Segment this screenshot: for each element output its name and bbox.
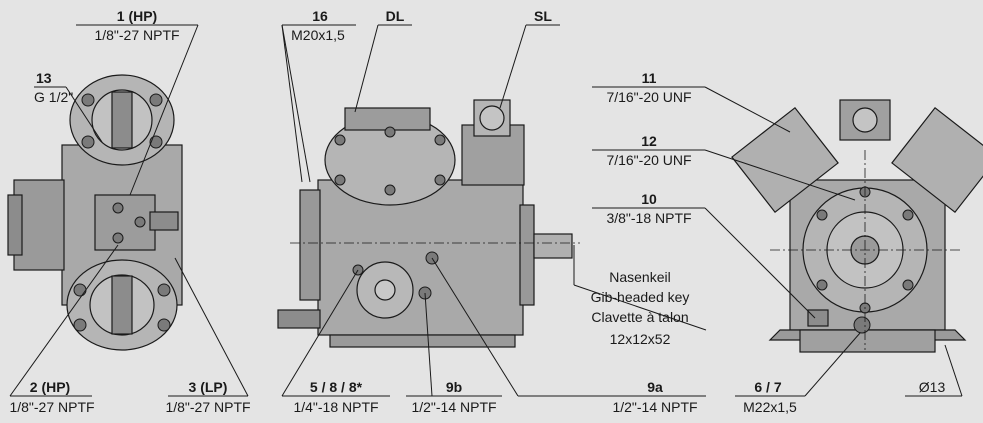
left-view-valve-block <box>94 194 156 251</box>
middle-view-shaft <box>533 233 573 259</box>
middle-view-compressor <box>277 99 573 348</box>
callout-9a-number: 9a <box>647 379 663 395</box>
right-view-compressor <box>731 99 983 353</box>
callout-9b-spec: 1/2"-14 NPTF <box>411 399 496 415</box>
callout-9a-spec: 1/2"-14 NPTF <box>612 399 697 415</box>
key-note-line-4: 12x12x52 <box>610 331 671 347</box>
callout-1-number: 1 (HP) <box>117 8 157 24</box>
right-view-oil-sight-glass <box>807 309 829 327</box>
callout-2-number: 2 (HP) <box>30 379 70 395</box>
callout-11-number: 11 <box>642 70 657 86</box>
callout-2-spec: 1/8"-27 NPTF <box>9 399 94 415</box>
key-note-line-3: Clavette à talon <box>591 309 688 325</box>
callout-1-spec: 1/8"-27 NPTF <box>94 27 179 43</box>
callout-3-spec: 1/8"-27 NPTF <box>165 399 250 415</box>
left-view-bolts <box>73 93 171 332</box>
right-view-right-cylinder <box>891 106 983 214</box>
right-view-suction-port <box>852 107 878 133</box>
callout-foot-hole-diameter: Ø13 <box>919 379 946 395</box>
callout-6-7-number: 6 / 7 <box>754 379 781 395</box>
callout-dl-label: DL <box>386 8 405 24</box>
left-view-upper-rib <box>111 91 133 149</box>
middle-view-bolts <box>334 126 446 300</box>
middle-view-base <box>329 334 516 348</box>
callout-12-number: 12 <box>641 133 657 149</box>
callout-5-8-spec: 1/4"-18 NPTF <box>293 399 378 415</box>
middle-view-suction-port <box>479 105 505 131</box>
left-view-valve-stem <box>149 211 179 231</box>
middle-view-discharge-valve <box>344 107 431 131</box>
left-view-side-connector <box>7 194 23 256</box>
callout-5-8-number: 5 / 8 / 8* <box>310 379 363 395</box>
middle-view-oil-pump-center <box>374 279 396 301</box>
callout-12-spec: 7/16"-20 UNF <box>606 152 691 168</box>
right-view-base-plate <box>799 329 936 353</box>
leader-lines <box>9 24 963 397</box>
callout-6-7-spec: M22x1,5 <box>743 399 797 415</box>
middle-view-crankcase <box>317 179 524 336</box>
left-view-lower-rib <box>111 275 133 335</box>
callout-sl-label: SL <box>534 8 552 24</box>
callout-9b-number: 9b <box>446 379 462 395</box>
callout-16-number: 16 <box>312 8 328 24</box>
key-note-line-1: Nasenkeil <box>609 269 670 285</box>
right-view-left-cylinder <box>731 106 839 214</box>
callout-11-spec: 7/16"-20 UNF <box>606 89 691 105</box>
callout-13-spec: G 1/2" <box>34 89 73 105</box>
middle-view-end-cover <box>299 189 321 301</box>
key-note-line-2: Gib-headed key <box>591 289 690 305</box>
callout-10-number: 10 <box>641 191 657 207</box>
left-view-compressor <box>7 74 183 351</box>
callout-10-spec: 3/8"-18 NPTF <box>606 210 691 226</box>
middle-view-bearing-flange <box>519 204 535 306</box>
callout-16-spec: M20x1,5 <box>291 27 345 43</box>
callout-3-number: 3 (LP) <box>189 379 228 395</box>
callout-13-number: 13 <box>36 70 52 86</box>
middle-view-oil-heater <box>277 309 321 329</box>
